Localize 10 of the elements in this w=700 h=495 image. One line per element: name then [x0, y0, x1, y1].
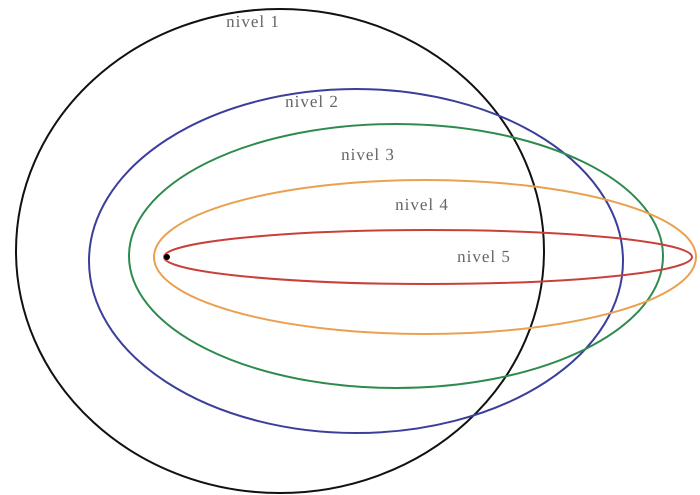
level-label: nivel 1: [226, 12, 280, 32]
level-ellipse: [163, 229, 693, 285]
level-ellipse: [88, 88, 624, 434]
level-label: nivel 4: [395, 195, 449, 215]
level-ellipse: [15, 8, 545, 494]
level-ellipse: [128, 123, 664, 389]
level-label: nivel 2: [285, 92, 339, 112]
level-ellipse: [153, 179, 697, 335]
level-label: nivel 5: [457, 247, 511, 267]
level-label: nivel 3: [341, 145, 395, 165]
